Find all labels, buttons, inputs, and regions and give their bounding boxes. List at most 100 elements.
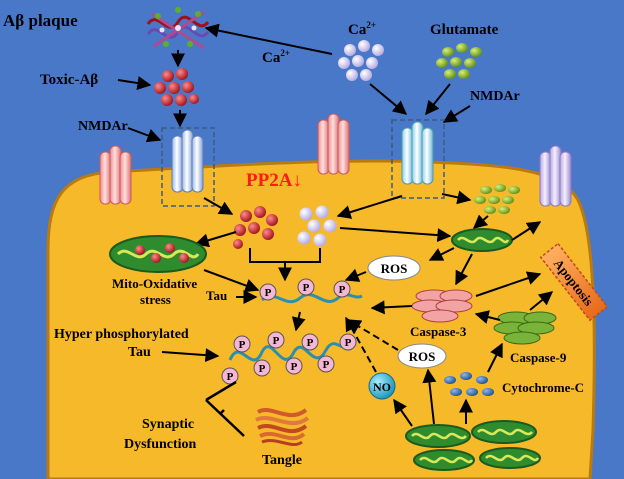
toxic-abeta-label: Toxic-Aβ <box>40 72 98 88</box>
mito-oxidative-label-2: stress <box>140 292 171 307</box>
hyper-phospho-2: P <box>233 335 251 353</box>
arrow-mito-left-to-tau <box>203 269 260 293</box>
hyper-tau-label-2: Tau <box>128 345 151 360</box>
intracellular-abeta-cluster-icon <box>233 206 278 249</box>
inhibition-bracket <box>205 380 245 437</box>
abeta-plaque-icon <box>146 7 210 50</box>
arrow-calcium-to-plaque <box>204 23 333 55</box>
svg-text:P: P <box>307 337 314 349</box>
ros-upper-badge <box>367 255 421 281</box>
hyper-tau-chain <box>228 342 347 362</box>
hyper-phospho-4: P <box>267 331 285 349</box>
arrow-mito-bottom-to-no <box>393 398 413 427</box>
toxic-abeta-cluster-icon <box>154 68 199 106</box>
caspase3-label: Caspase-3 <box>410 324 467 339</box>
intracellular-calcium-cluster-icon <box>297 205 337 247</box>
no-badge <box>368 372 396 400</box>
ros-upper-label: ROS <box>381 261 408 276</box>
arrow-tau-to-hyper <box>291 311 306 332</box>
svg-text:P: P <box>259 363 266 375</box>
cytochrome-label: Cytochrome-C <box>502 380 584 395</box>
tau-phospho-3: P <box>333 280 351 298</box>
svg-text:P: P <box>323 359 330 371</box>
receptor-pink-center-icon <box>317 113 350 175</box>
svg-text:P: P <box>339 284 346 296</box>
calcium-arrow-label: Ca2+ <box>262 48 290 66</box>
mitochondria-bottom-2-icon <box>471 420 537 444</box>
mitochondria-bottom-1-icon <box>405 424 471 448</box>
arrow-hyper-label <box>161 348 220 363</box>
arrow-mito-right-to-caspase3 <box>455 253 473 286</box>
mito-oxidative-label-1: Mito-Oxidative <box>112 276 197 291</box>
arrow-ros-upper-to-tau <box>344 268 367 282</box>
glutamate-label: Glutamate <box>430 22 499 38</box>
hyper-tau-label-1: Hyper phosphorylated <box>54 327 189 342</box>
arrow-calcium-to-mito-right <box>339 227 452 243</box>
arrow-caspase3-to-tau <box>370 300 413 315</box>
tangle-icon <box>255 408 310 447</box>
caspase9-label: Caspase-9 <box>510 350 567 365</box>
cytochrome-c-icon <box>444 372 494 396</box>
glutamate-cluster-icon <box>436 43 482 79</box>
tau-chain <box>261 293 363 304</box>
arrow-cytochrome-to-caspase9 <box>487 342 503 373</box>
calcium-top-label: Ca2+ <box>348 20 376 38</box>
mitochondria-left-icon <box>109 235 207 273</box>
tau-label: Tau <box>206 288 227 303</box>
synaptic-label-1: Synaptic <box>142 417 194 432</box>
hyper-phospho-7: P <box>317 355 335 373</box>
nmdar-right-label: NMDAr <box>470 89 520 104</box>
abeta-plaque-label: Aβ plaque <box>3 11 78 30</box>
arrow-mito-bottom-to-ros <box>422 368 437 425</box>
svg-text:P: P <box>291 361 298 373</box>
hyper-phospho-1: P <box>221 367 239 385</box>
svg-text:P: P <box>273 335 280 347</box>
arrow-abeta-to-mito-left <box>194 231 237 248</box>
arrow-nmdar-right-to-glutamate <box>441 190 472 205</box>
receptor-pink-left-icon <box>99 145 132 205</box>
arrow-mito-right-to-ros <box>428 247 455 261</box>
calcium-ion-cluster-icon <box>338 40 384 81</box>
arrow-caspase3-to-apoptosis <box>475 271 542 297</box>
svg-text:P: P <box>265 287 272 299</box>
hyper-phospho-5: P <box>285 357 303 375</box>
tau-phospho-2: P <box>297 278 315 296</box>
hyper-phospho-8: P <box>339 333 357 351</box>
nmdar-right-highlight-box <box>391 119 445 199</box>
bracket-to-tau <box>249 248 321 280</box>
mitochondria-bottom-3-icon <box>413 449 475 471</box>
svg-text:P: P <box>239 339 246 351</box>
intracellular-glutamate-cluster-icon <box>474 184 520 214</box>
nmdar-left-receptor-icon <box>171 129 204 193</box>
caspase3-icon <box>411 289 473 323</box>
svg-text:P: P <box>345 337 352 349</box>
tau-phospho-1: P <box>259 283 277 301</box>
pp2a-label: PP2A↓ <box>246 170 302 191</box>
receptor-violet-right-icon <box>539 145 572 207</box>
ros-lower-label: ROS <box>409 349 436 364</box>
mitochondria-right-icon <box>451 228 513 252</box>
svg-text:P: P <box>303 282 310 294</box>
mitochondria-bottom-4-icon <box>479 447 541 469</box>
arrow-toxic-label <box>117 76 152 90</box>
nmdar-left-label: NMDAr <box>78 119 128 134</box>
arrow-glutamate-to-mito-right <box>472 214 489 229</box>
arrow-nmdar-left-to-abeta <box>203 197 234 215</box>
arrow-nmdar-right-to-calcium <box>336 195 403 219</box>
arrow-caspase9-to-caspase3 <box>474 310 501 324</box>
svg-text:P: P <box>227 371 234 383</box>
arrow-caspase9-to-apoptosis <box>529 291 554 311</box>
tangle-label: Tangle <box>262 453 302 468</box>
hyper-phospho-6: P <box>301 333 319 351</box>
synaptic-label-2: Dysfunction <box>124 437 197 452</box>
nmdar-left-highlight-box <box>161 127 215 207</box>
arrow-nmdar-right-label <box>442 105 471 123</box>
caspase9-icon <box>493 311 557 345</box>
arrow-mito-right-to-apoptosis <box>511 221 542 241</box>
arrow-nmdar-left-label <box>127 127 162 143</box>
arrow-calcium-to-nmdar <box>369 83 408 115</box>
no-label: NO <box>373 380 391 394</box>
ros-lower-badge <box>397 343 447 369</box>
arrow-glutamate-to-nmdar <box>425 83 451 116</box>
